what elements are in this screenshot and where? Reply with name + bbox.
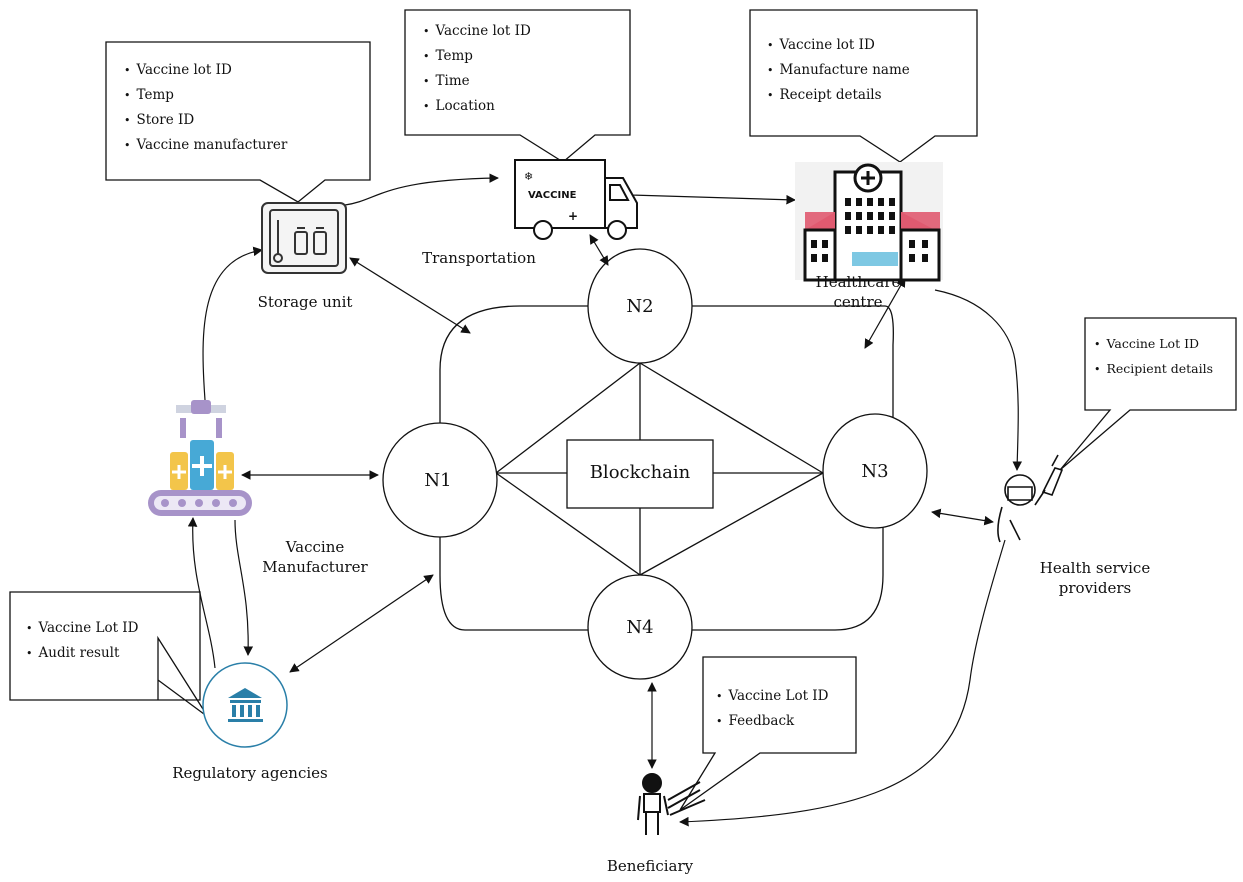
storage-label: Storage unit <box>257 293 353 311</box>
node-n3-label: N3 <box>861 461 889 482</box>
arrow-hospital-n3 <box>864 277 906 349</box>
list-item: Store ID <box>124 108 287 133</box>
manufacturer-label-line1: Vaccine <box>285 538 345 556</box>
list-item: Feedback <box>716 709 828 734</box>
truck-label: VACCINE <box>528 190 577 201</box>
edge-n4-n3 <box>639 472 824 576</box>
storage-unit-icon <box>261 202 347 274</box>
arrow-storage-n2 <box>349 257 471 334</box>
beneficiary-label: Beneficiary <box>606 857 694 875</box>
edge-n2-n3 <box>639 362 824 474</box>
transport-label: Transportation <box>422 249 536 267</box>
node-n4 <box>587 574 693 680</box>
arrow-provider-to-beneficiary <box>679 539 1006 827</box>
list-item: Vaccine Lot ID <box>1094 332 1213 357</box>
provider-callout-list: Vaccine Lot ID Recipient details <box>1094 332 1214 382</box>
arrow-truck-to-hospital <box>629 194 796 205</box>
node-n1-label: N1 <box>424 470 452 491</box>
regulatory-icon <box>202 662 288 748</box>
arrow-regulatory-to-manufacturer <box>187 517 216 669</box>
list-item: Time <box>423 69 531 94</box>
list-item: Vaccine Lot ID <box>716 684 829 709</box>
regulatory-callout-list: Vaccine Lot ID Audit result <box>26 616 139 666</box>
healthcare-label-line1: Healthcare <box>815 273 901 291</box>
svg-text:❄: ❄ <box>524 170 533 183</box>
list-item: Recipient details <box>1094 357 1214 382</box>
node-n2 <box>587 248 693 364</box>
beneficiary-icon <box>637 773 706 835</box>
arrow-manufacturer-to-storage <box>202 246 263 401</box>
hospital-icon <box>795 162 943 282</box>
list-item: Temp <box>124 83 287 108</box>
arrow-manufacturer-to-regulatory <box>234 519 254 656</box>
list-item: Vaccine manufacturer <box>124 133 288 158</box>
vaccine-truck-icon: VACCINE ❄ + <box>514 159 638 240</box>
arrow-storage-to-truck <box>344 173 499 206</box>
healthcare-callout-list: Vaccine lot ID Manufacture name Receipt … <box>767 33 910 108</box>
node-n3 <box>822 413 928 529</box>
blockchain-box <box>566 439 714 509</box>
arrow-hospital-to-provider <box>934 289 1023 471</box>
list-item: Location <box>423 94 531 119</box>
storage-callout-list: Vaccine lot ID Temp Store ID Vaccine man… <box>124 58 288 158</box>
node-n2-label: N2 <box>626 296 654 317</box>
arrow-regulatory-n1 <box>289 574 434 673</box>
transport-callout-list: Vaccine lot ID Temp Time Location <box>423 19 531 119</box>
list-item: Vaccine Lot ID <box>26 616 139 641</box>
blockchain-label: Blockchain <box>589 462 691 483</box>
provider-label-line1: Health service <box>1039 559 1151 577</box>
arrow-truck-n2 <box>589 234 609 266</box>
list-item: Receipt details <box>767 83 910 108</box>
regulatory-label: Regulatory agencies <box>172 764 328 782</box>
list-item: Vaccine lot ID <box>423 19 531 44</box>
list-item: Audit result <box>26 641 138 666</box>
manufacturer-label-line2: Manufacturer <box>262 558 368 576</box>
list-item: Vaccine lot ID <box>767 33 910 58</box>
svg-text:+: + <box>568 209 578 223</box>
manufacturing-icon <box>148 400 252 516</box>
node-n4-label: N4 <box>626 617 654 638</box>
provider-label-line2: providers <box>1058 579 1132 597</box>
edge-n4-n1 <box>495 472 641 576</box>
list-item: Manufacture name <box>767 58 910 83</box>
list-item: Vaccine lot ID <box>124 58 287 83</box>
beneficiary-callout-list: Vaccine Lot ID Feedback <box>716 684 829 734</box>
health-provider-icon <box>997 454 1064 543</box>
arrow-n3-provider <box>931 508 994 526</box>
healthcare-label-line2: centre <box>833 293 883 311</box>
node-n1 <box>382 422 498 538</box>
list-item: Temp <box>423 44 531 69</box>
edge-n2-n1 <box>495 362 641 474</box>
